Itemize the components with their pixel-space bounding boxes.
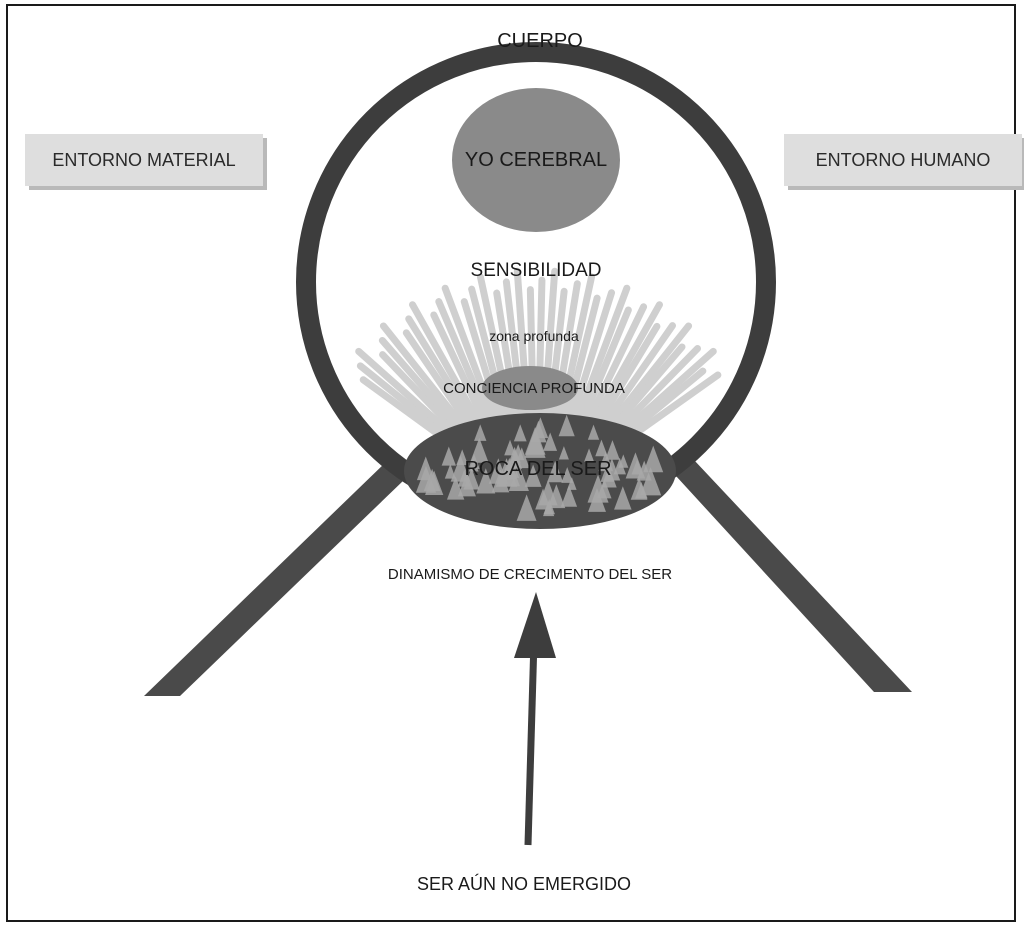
roca-triangle: [618, 454, 629, 468]
growth-arrow-shaft: [524, 639, 538, 846]
roca-triangle: [516, 494, 537, 521]
roca-triangle: [491, 469, 510, 493]
roca-del-ser-ellipse: [404, 413, 676, 529]
roca-del-ser-label: ROCA DEL SER: [464, 458, 612, 480]
roca-triangle: [468, 458, 479, 472]
roca-triangle: [512, 444, 525, 461]
ray: [441, 284, 504, 438]
ray: [577, 303, 648, 440]
left-leg: [144, 462, 404, 696]
conciencia-profunda-ellipse: [482, 366, 578, 410]
roca-triangle: [558, 446, 569, 460]
roca-triangle: [558, 414, 575, 437]
roca-triangle: [639, 467, 662, 496]
entorno-humano-label: ENTORNO HUMANO: [815, 149, 991, 170]
roca-triangle: [605, 440, 620, 460]
zona-profunda-label: zona profunda: [489, 328, 579, 344]
cuerpo-label: CUERPO: [497, 30, 583, 52]
entorno-material-label: ENTORNO MATERIAL: [52, 149, 236, 170]
ray: [430, 311, 495, 440]
roca-triangle: [643, 445, 664, 473]
roca-triangle: [469, 437, 489, 463]
entorno-material-box: ENTORNO MATERIAL: [25, 134, 263, 186]
ray: [564, 289, 616, 437]
roca-triangle: [567, 477, 577, 490]
dinamismo-label: DINAMISMO DE CRECIMENTO DEL SER: [387, 566, 673, 583]
entorno-humano-box: ENTORNO HUMANO: [784, 134, 1022, 186]
conciencia-profunda-label: CONCIENCIA PROFUNDA: [443, 380, 625, 397]
roca-triangle: [425, 470, 444, 496]
roca-triangle: [561, 467, 574, 483]
ser-no-emergido-label: SER AÚN NO EMERGIDO: [416, 874, 632, 894]
roca-triangle: [543, 501, 555, 517]
ray: [435, 298, 499, 439]
roca-triangle: [587, 424, 600, 440]
ray: [554, 273, 596, 435]
roca-triangle: [513, 424, 527, 442]
ray: [405, 315, 487, 442]
ray: [549, 280, 581, 435]
roca-triangle: [532, 417, 549, 439]
roca-triangle: [538, 479, 558, 506]
ray: [379, 322, 479, 445]
roca-triangle: [560, 485, 578, 507]
roca-triangle: [596, 478, 612, 499]
yo-cerebral-ellipse: [452, 88, 620, 232]
roca-triangle: [524, 427, 546, 455]
roca-triangle: [441, 446, 456, 466]
roca-triangle: [457, 472, 476, 497]
yo-cerebral-label: YO CEREBRAL: [464, 149, 608, 171]
ray: [573, 306, 632, 439]
roca-triangles: [415, 414, 664, 521]
roca-triangle: [614, 486, 632, 510]
roca-triangle: [444, 463, 456, 479]
ray: [468, 285, 513, 436]
ray: [568, 284, 631, 438]
right-leg: [676, 460, 912, 692]
roca-triangle: [631, 459, 643, 475]
roca-triangle: [524, 464, 542, 487]
ray: [460, 298, 508, 437]
roca-triangle: [476, 468, 496, 494]
roca-triangle: [635, 481, 648, 499]
roca-triangle: [584, 448, 595, 462]
ray: [402, 329, 483, 444]
ray: [559, 294, 601, 436]
roca-triangle: [543, 432, 558, 451]
sensibilidad-label: SENSIBILIDAD: [470, 260, 602, 281]
roca-triangle: [588, 487, 606, 512]
ray: [581, 301, 663, 441]
ray: [409, 301, 491, 441]
roca-triangle: [547, 460, 564, 483]
roca-triangle: [601, 467, 617, 488]
roca-triangle: [595, 439, 608, 457]
growth-arrow-head: [514, 592, 556, 658]
roca-triangle: [474, 424, 487, 441]
